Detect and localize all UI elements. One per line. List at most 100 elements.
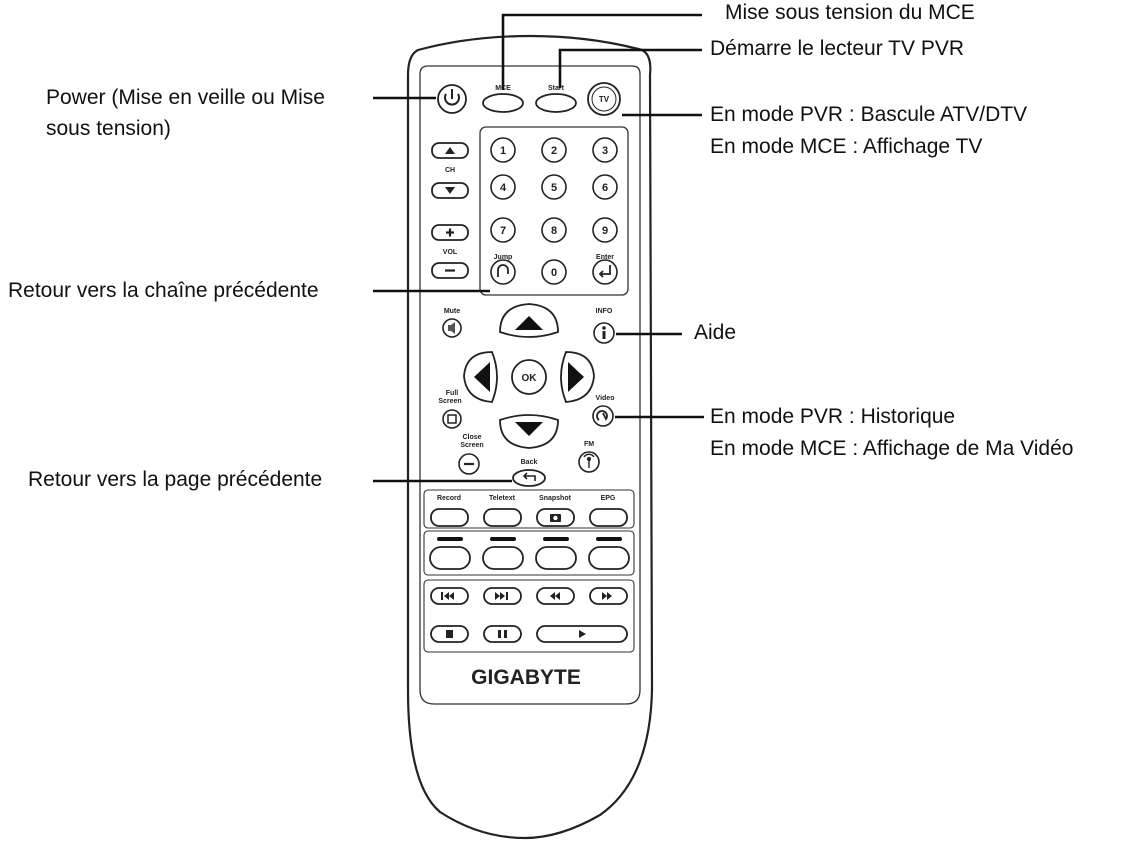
remote-inner-panel: [419, 65, 641, 705]
ch-label: CH: [445, 167, 455, 174]
color-bar: [543, 537, 569, 541]
record-button[interactable]: [430, 508, 469, 527]
digit-label: 0: [551, 267, 557, 279]
start-label: Start: [548, 85, 565, 92]
right-triangle-icon: [568, 362, 584, 392]
skip-forward-icon: [495, 592, 508, 600]
keypad-frame: [479, 126, 629, 296]
callout-start-pvr: Démarre le lecteur TV PVR: [710, 37, 965, 60]
info-label: INFO: [596, 308, 613, 315]
digit-label: 3: [602, 145, 608, 157]
back-arrow-icon: [522, 472, 536, 481]
callout-video-mce: En mode MCE : Affichage de Ma Vidéo: [710, 437, 1074, 460]
digit-button-8[interactable]: 8: [541, 217, 567, 243]
jump-icon: [497, 264, 509, 277]
digit-label: 2: [551, 145, 557, 157]
digit-button-0[interactable]: [541, 259, 567, 285]
color-button-2[interactable]: [482, 546, 524, 570]
digit-button-3[interactable]: 3: [592, 137, 618, 163]
down-arrow-icon: [445, 187, 455, 194]
digit-button-7[interactable]: 7: [490, 217, 516, 243]
start-button[interactable]: [535, 93, 577, 113]
tv-label: TV: [599, 95, 610, 104]
video-icon: [596, 410, 608, 421]
enter-icon: [598, 265, 611, 278]
start-leader-line: [558, 48, 702, 88]
fm-label: FM: [584, 441, 594, 448]
digit-button-4[interactable]: 4: [490, 174, 516, 200]
tv-button[interactable]: [587, 82, 621, 116]
back-button[interactable]: [512, 469, 546, 487]
play-icon: [579, 630, 586, 638]
skip-back-icon: [441, 592, 454, 600]
info-icon: [602, 326, 606, 339]
teletext-label: Teletext: [489, 495, 516, 502]
transport-frame: [423, 579, 635, 653]
pause-icon: [498, 630, 507, 638]
ok-button[interactable]: [511, 359, 547, 395]
color-button-1[interactable]: [429, 546, 471, 570]
digit-button-5[interactable]: 5: [541, 174, 567, 200]
digit-label: 5: [551, 182, 557, 194]
video-label: Video: [596, 395, 615, 402]
up-arrow-icon: [445, 147, 455, 154]
enter-button[interactable]: [592, 259, 618, 285]
color-bar: [437, 537, 463, 541]
antenna-icon: [583, 453, 595, 468]
camera-icon: [550, 514, 561, 522]
fullscreen-label-line2: Screen: [438, 398, 461, 405]
vol-label: VOL: [443, 249, 458, 256]
callout-power-line1: Power (Mise en veille ou Mise: [46, 86, 325, 109]
teletext-button[interactable]: [483, 508, 522, 527]
callout-prev-page: Retour vers la page précédente: [28, 468, 323, 491]
digit-label: 6: [602, 182, 608, 194]
stop-icon: [446, 630, 453, 638]
digit-label: 4: [500, 182, 507, 194]
callout-power-line2: sous tension): [46, 117, 171, 140]
digit-label: 1: [500, 145, 506, 157]
color-button-3[interactable]: [535, 546, 577, 570]
callout-video-pvr: En mode PVR : Historique: [710, 405, 956, 428]
mce-button[interactable]: [482, 93, 524, 113]
close-screen-label-line2: Screen: [460, 442, 483, 449]
callout-tv-mce: En mode MCE : Affichage TV: [710, 135, 983, 158]
back-label: Back: [521, 459, 538, 466]
video-button[interactable]: [592, 405, 614, 427]
snapshot-label: Snapshot: [539, 495, 572, 502]
rewind-icon: [550, 592, 560, 600]
fullscreen-label-line1: Full: [446, 390, 458, 397]
epg-button[interactable]: [589, 508, 628, 527]
digit-label: 9: [602, 225, 608, 237]
digit-button-2[interactable]: 2: [541, 137, 567, 163]
color-bar: [490, 537, 516, 541]
callout-prev-channel: Retour vers la chaîne précédente: [8, 279, 319, 302]
pause-button[interactable]: [483, 625, 522, 643]
jump-button[interactable]: [490, 259, 516, 285]
plus-icon: [446, 228, 454, 237]
callout-tv-pvr: En mode PVR : Bascule ATV/DTV: [710, 103, 1028, 126]
digit-label: 8: [551, 225, 557, 237]
jump-label: Jump: [494, 254, 513, 261]
close-screen-label-line1: Close: [462, 434, 481, 441]
digit-button-9[interactable]: 9: [592, 217, 618, 243]
ok-label: OK: [522, 373, 538, 384]
color-button-4[interactable]: [588, 546, 630, 570]
function-row-frame: [423, 489, 635, 529]
fullscreen-icon: [447, 414, 457, 424]
callout-help: Aide: [694, 321, 737, 344]
fullscreen-button[interactable]: [442, 409, 462, 429]
color-row-frame: [423, 530, 635, 576]
tv-button-ring: [591, 86, 617, 112]
callout-lines: [373, 13, 704, 483]
digit-button-1[interactable]: 1: [490, 137, 516, 163]
fast-forward-icon: [602, 592, 612, 600]
record-label: Record: [437, 495, 461, 502]
mute-label: Mute: [444, 308, 460, 315]
digit-button-6[interactable]: 6: [592, 174, 618, 200]
color-bar: [596, 537, 622, 541]
up-triangle-icon: [515, 316, 543, 330]
enter-label: Enter: [596, 254, 614, 261]
mute-icon: [448, 322, 455, 334]
mce-leader-line: [501, 13, 702, 90]
